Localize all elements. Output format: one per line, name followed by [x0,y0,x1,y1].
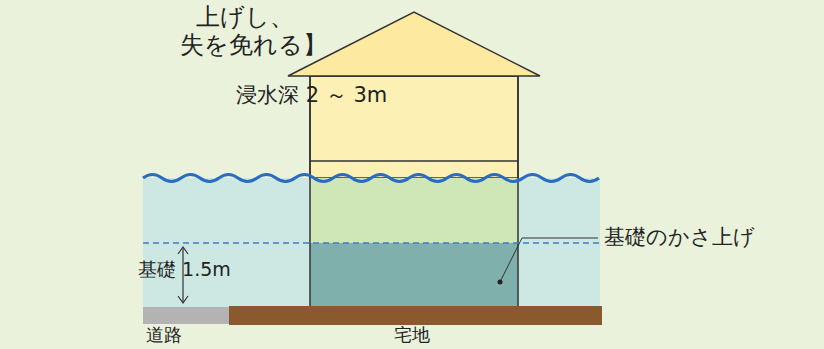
ground-label: 宅地 [394,325,430,346]
heading-fragment: 上げし、 [196,4,294,32]
leader-line [500,238,598,282]
floor-line [310,160,518,162]
submerged-wall [310,178,518,243]
dimension-arrowhead [178,296,188,303]
ground-label: 道路 [146,325,182,346]
raised-foundation [310,243,518,307]
annotation-label: 基礎のかさ上げ [604,225,755,249]
ground-strip [229,306,602,325]
water-surface [143,175,599,182]
foundation-level-line [143,242,600,244]
heading-fragment: 失を免れる】 [180,32,327,60]
house-outline [310,76,518,307]
annotation-label: 浸水深 2 ～ 3m [236,83,387,107]
road-strip [143,307,229,324]
dimension-arrowhead [178,247,188,254]
annotation-label: 基礎 1.5m [138,259,231,281]
leader-dot [498,280,503,285]
flood-water [143,178,600,307]
